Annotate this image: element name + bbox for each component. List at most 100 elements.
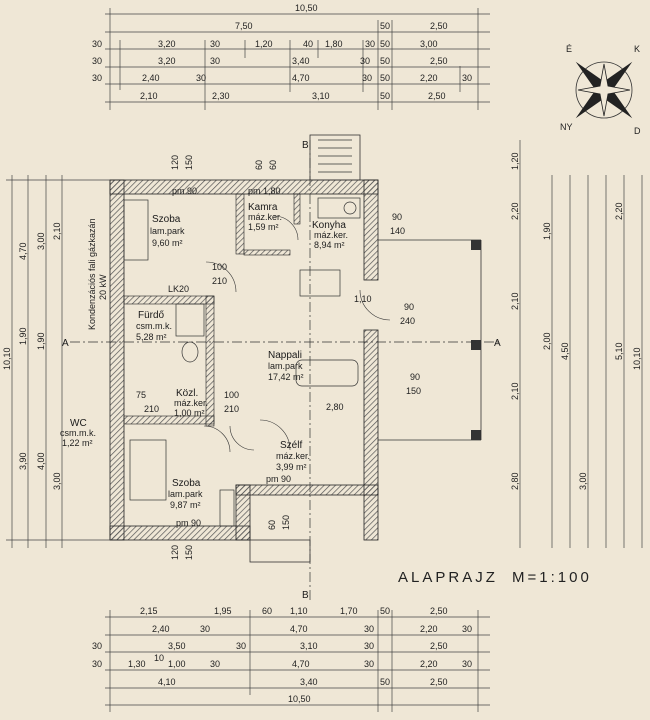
room-konyha-floor: máz.ker.	[314, 230, 348, 240]
dim-right-b: 2,20	[510, 202, 520, 220]
compass-north: É	[566, 44, 572, 54]
open-nappali2-h: 150	[406, 386, 421, 396]
room-konyha-area: 8,94 m²	[314, 240, 345, 250]
dim-top-r5-f: 2,20	[420, 73, 438, 83]
dim-bot-r4-a: 30	[92, 659, 102, 669]
dim-top-r4-a: 30	[92, 56, 102, 66]
dim-top-r3-h: 50	[380, 39, 390, 49]
terrace-outline	[249, 134, 482, 563]
room-kozl-area: 1,00 m²	[174, 408, 205, 418]
open-szoba1-w: 100	[212, 262, 227, 272]
dim-bot-r2-f: 30	[462, 624, 472, 634]
dim-right-total: 10,10	[632, 347, 642, 370]
note-boiler: Kondenzációs fali gázkazán	[87, 218, 97, 330]
note-boiler-power: 20 kW	[98, 274, 108, 300]
dim-right-c: 2,10	[510, 292, 520, 310]
dim-bot-r2-d: 30	[364, 624, 374, 634]
section-b-bottom: B	[302, 590, 309, 601]
dim-top-r3-b: 3,20	[158, 39, 176, 49]
dim-left-h: 3,00	[52, 472, 62, 490]
compass-rose: É K D NY	[560, 44, 641, 136]
dim-top-r6-d: 50	[380, 91, 390, 101]
dim-left-b: 1,90	[18, 327, 28, 345]
room-szoba2-floor: lam.park	[168, 489, 203, 499]
dim-top-r5-c: 30	[196, 73, 206, 83]
dim-bot-r3-b: 3,50	[168, 641, 186, 651]
note-lk: LK20	[168, 284, 189, 294]
dim-bot-r1-d: 1,10	[290, 606, 308, 616]
opening-dims: 120 150 60 60 100 210 90 140 90 240 90 1…	[136, 155, 421, 560]
bed-szoba1	[123, 199, 149, 261]
open-b2: 150	[184, 545, 194, 560]
dim-right-h: 4,50	[560, 342, 570, 360]
section-lines	[70, 140, 500, 600]
room-furdo-area: 5,28 m²	[136, 332, 167, 342]
left-dimension-lines	[6, 175, 110, 548]
dim-left-total: 10,10	[2, 347, 12, 370]
open-nappali2-w: 90	[410, 372, 420, 382]
bottom-dimension-lines	[105, 610, 490, 712]
dim-left-f: 4,00	[36, 452, 46, 470]
walls	[109, 179, 481, 541]
plan-notes: Kondenzációs fali gázkazán 20 kW LK20 pm…	[87, 186, 291, 528]
dining-table	[299, 269, 341, 297]
compass-south: D	[634, 126, 641, 136]
dim-top-r6-b: 2,30	[212, 91, 230, 101]
dim-bot-r5-c: 50	[380, 677, 390, 687]
dim-bot-r5-d: 2,50	[430, 677, 448, 687]
left-dimension-texts: 10,10 4,70 1,90 3,90 3,00 1,90 4,00 2,10…	[2, 222, 62, 490]
wardrobe	[219, 489, 235, 527]
top-dimension-texts: 10,50 7,50 50 2,50 30 3,20 30 1,20 40 1,…	[92, 3, 472, 101]
misc-280: 2,80	[326, 402, 344, 412]
room-szoba1-area: 9,60 m²	[152, 238, 183, 248]
room-szoba1-floor: lam.park	[150, 226, 185, 236]
dim-bot-r4-e: 30	[210, 659, 220, 669]
dim-bot-r3-a: 30	[92, 641, 102, 651]
dim-right-g: 2,00	[542, 332, 552, 350]
dim-bot-r4-d: 1,00	[168, 659, 186, 669]
dim-top-r2-a: 7,50	[235, 21, 253, 31]
dim-top-r4-c: 30	[210, 56, 220, 66]
dim-top-r2-b: 50	[380, 21, 390, 31]
dim-top-r5-b: 2,40	[142, 73, 160, 83]
dim-right-i: 3,00	[578, 472, 588, 490]
dim-top-r4-d: 3,40	[292, 56, 310, 66]
dim-top-r3-f: 1,80	[325, 39, 343, 49]
note-pm-kamra: pm 1,80	[248, 186, 281, 196]
dim-bot-r1-g: 2,50	[430, 606, 448, 616]
dim-bot-r5-b: 3,40	[300, 677, 318, 687]
dim-top-r4-e: 30	[360, 56, 370, 66]
dim-bot-r1-e: 1,70	[340, 606, 358, 616]
room-labels: Szoba lam.park 9,60 m² Kamra máz.ker. 1,…	[60, 202, 348, 510]
open-konyha-h: 140	[390, 226, 405, 236]
room-furdo-floor: csm.m.k.	[136, 321, 172, 331]
room-wc-floor: csm.m.k.	[60, 428, 96, 438]
room-szoba2-area: 9,87 m²	[170, 500, 201, 510]
compass-west: NY	[560, 122, 573, 132]
dim-left-d: 3,00	[36, 232, 46, 250]
bed-szoba2	[129, 439, 167, 501]
open-nappali1-w: 90	[404, 302, 414, 312]
dim-top-r5-d: 4,70	[292, 73, 310, 83]
dim-bot-r1-f: 50	[380, 606, 390, 616]
note-pm-bottom: pm 90	[266, 474, 291, 484]
dim-top-r3-i: 3,00	[420, 39, 438, 49]
open-b3: 60	[267, 520, 277, 530]
bathtub	[175, 303, 205, 337]
open-kozl-w: 100	[224, 390, 239, 400]
sofa	[295, 359, 359, 387]
dim-bot-r3-e: 30	[364, 641, 374, 651]
room-kozl-floor: máz.ker.	[174, 398, 208, 408]
dim-bot-total: 10,50	[288, 694, 311, 704]
open-b1: 120	[170, 545, 180, 560]
section-b-top: B	[302, 140, 309, 151]
dim-top-total: 10,50	[295, 3, 318, 13]
dim-bot-r3-d: 3,10	[300, 641, 318, 651]
section-a-left: A	[62, 338, 69, 349]
dim-bot-r2-e: 2,20	[420, 624, 438, 634]
dim-right-f: 1,90	[542, 222, 552, 240]
room-szoba1-name: Szoba	[152, 214, 181, 225]
room-nappali-floor: lam.park	[268, 361, 303, 371]
dim-bot-r2-a: 2,40	[152, 624, 170, 634]
